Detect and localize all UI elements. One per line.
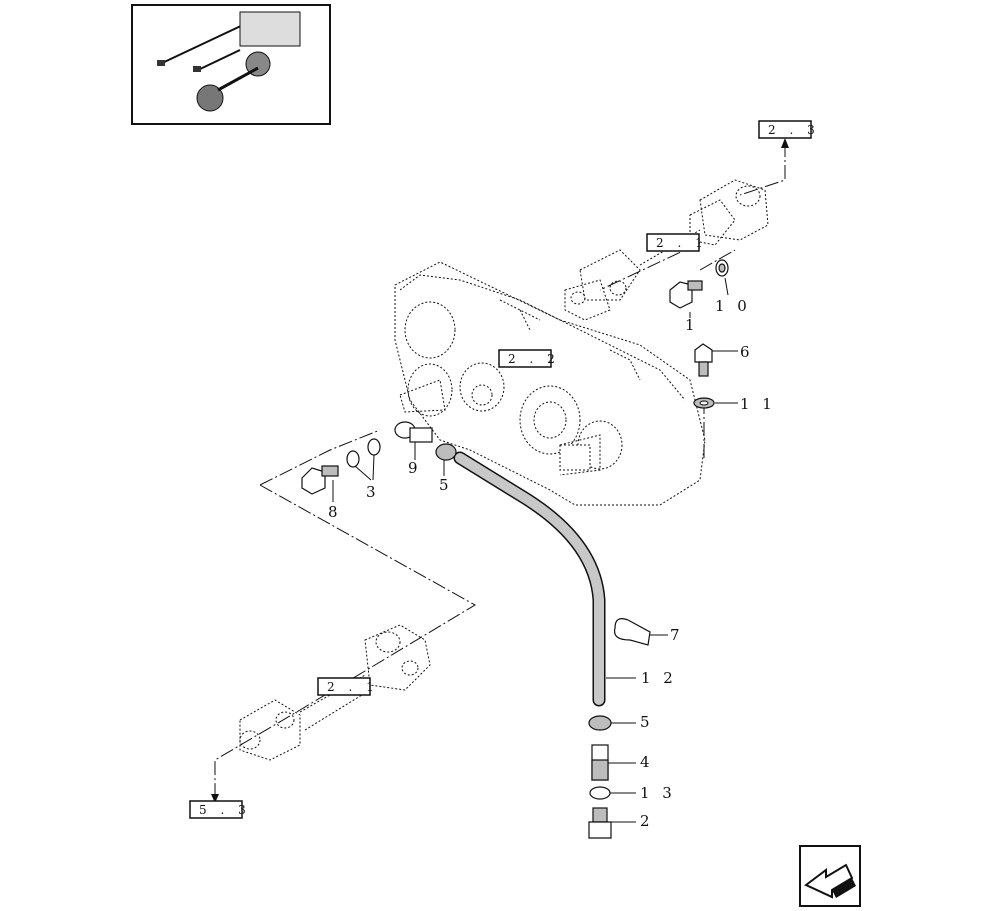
label-part-11: 1 1 [740,395,776,413]
label-part-8: 8 [328,503,342,521]
label-part-9: 9 [408,459,422,477]
label-part-1: 1 [685,316,699,334]
clamp-part-5-upper[interactable] [435,443,457,461]
bolt-part-1[interactable] [669,280,703,309]
ref-box-bottom[interactable]: 5 . 3 [189,800,251,819]
bolt-part-6[interactable] [694,343,713,377]
ref-lower-shaft-text: 2 . 1 [327,680,379,694]
washer-part-13[interactable] [589,786,611,800]
washer-part-10[interactable] [715,259,729,277]
ref-box-top[interactable]: 2 . 3 [758,120,820,139]
ref-box-lower-shaft[interactable]: 2 . 1 [317,677,379,696]
label-part-10: 1 0 [715,297,751,315]
ref-box-gearbox[interactable]: 2 . 2 [498,349,560,368]
banjo-part-9[interactable] [394,421,433,443]
ref-top-text: 2 . 3 [768,123,820,137]
bolt-part-2[interactable] [588,807,612,839]
navigation-arrow-icon[interactable] [799,845,861,907]
label-part-13: 1 3 [640,784,676,802]
label-part-6: 6 [740,343,754,361]
fitting-part-4[interactable] [591,744,609,781]
bolt-part-8[interactable] [301,465,339,495]
thumbnail-assembly-icon[interactable] [131,4,331,125]
ref-upper-shaft-text: 2 . 1 [656,236,708,250]
ref-bottom-text: 5 . 3 [199,803,251,817]
clamp-part-5-lower[interactable] [588,715,612,731]
label-part-4: 4 [640,753,654,771]
label-part-7: 7 [670,626,684,644]
washer-part-11[interactable] [693,397,715,409]
label-part-3: 3 [366,483,380,501]
ref-box-upper-shaft[interactable]: 2 . 1 [646,233,708,252]
ref-gearbox-text: 2 . 2 [508,352,560,366]
clip-part-7[interactable] [613,618,651,646]
washers-part-3[interactable] [346,438,381,468]
gearbox-housing [394,261,706,506]
label-part-2: 2 [640,812,654,830]
label-part-12: 1 2 [641,669,677,687]
label-part-5-lower: 5 [640,713,654,731]
label-part-5-upper: 5 [439,476,453,494]
